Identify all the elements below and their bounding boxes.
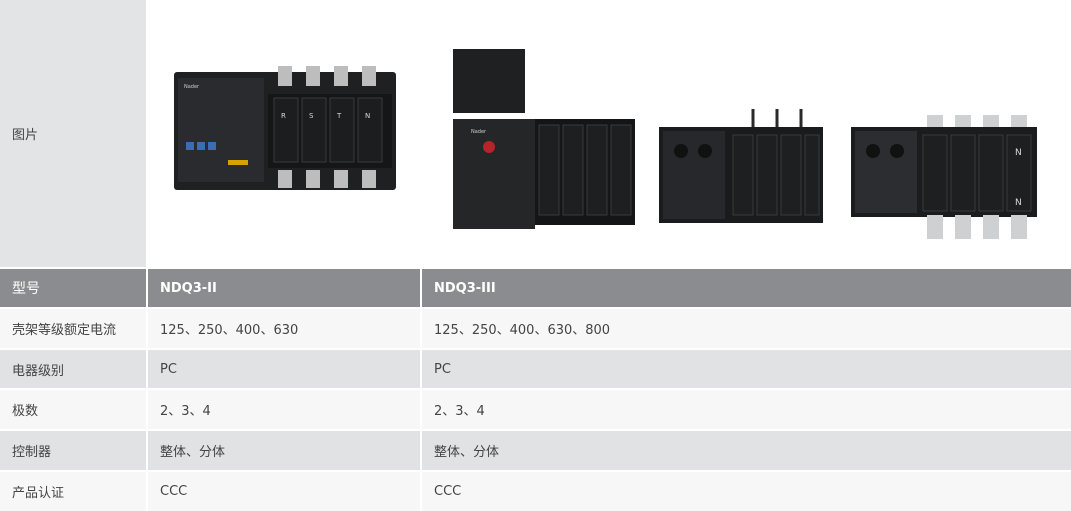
cell-ndq3-ii: 整体、分体 bbox=[146, 431, 420, 470]
header-row: 型号 NDQ3-II NDQ3-III bbox=[0, 269, 1071, 307]
product-image-ndq3-ii: Nader R S T N bbox=[146, 0, 420, 267]
row-label: 控制器 bbox=[12, 445, 52, 460]
header-label-model: 型号 bbox=[12, 281, 40, 297]
pole-label-n: N bbox=[365, 112, 370, 120]
cell-ndq3-ii: CCC bbox=[146, 472, 420, 511]
cell-ndq3-iii: 125、250、400、630、800 bbox=[420, 309, 1071, 348]
cell-ndq3-ii: 125、250、400、630 bbox=[146, 309, 420, 348]
table-row: 壳架等级额定电流 125、250、400、630 125、250、400、630… bbox=[0, 309, 1071, 348]
row-label: 极数 bbox=[12, 404, 39, 419]
cell-ndq3-ii: PC bbox=[146, 350, 420, 388]
row-label: 壳架等级额定电流 bbox=[12, 323, 117, 338]
cell-ndq3-iii: PC bbox=[420, 350, 1071, 388]
header-ndq3-ii: NDQ3-II bbox=[146, 269, 420, 307]
row-label-image: 图片 bbox=[0, 0, 146, 267]
pole-label-n-bottom: N bbox=[1015, 198, 1022, 208]
image-row: 图片 Nader R S T N bbox=[0, 0, 1071, 267]
cell-ndq3-iii: 2、3、4 bbox=[420, 390, 1071, 429]
cell-ndq3-ii: 2、3、4 bbox=[146, 390, 420, 429]
cell-ndq3-iii: CCC bbox=[420, 472, 1071, 511]
table-row: 极数 2、3、4 2、3、4 bbox=[0, 390, 1071, 429]
table-row: 控制器 整体、分体 整体、分体 bbox=[0, 431, 1071, 470]
table-row: 电器级别 PC PC bbox=[0, 350, 1071, 388]
ats-switch-ndq3-iii-image: Nader bbox=[452, 48, 1037, 239]
brand-text-iii: Nader bbox=[471, 129, 487, 135]
row-label: 电器级别 bbox=[12, 363, 65, 379]
pole-label-r: R bbox=[281, 112, 286, 120]
pole-label-s: S bbox=[309, 112, 314, 120]
pole-label-n-top: N bbox=[1015, 148, 1022, 158]
cell-ndq3-iii: 整体、分体 bbox=[420, 431, 1071, 470]
ats-switch-ndq3-ii-image: Nader R S T N bbox=[174, 65, 396, 190]
pole-label-t: T bbox=[336, 112, 342, 120]
product-image-ndq3-iii: Nader bbox=[420, 0, 1071, 267]
row-label: 产品认证 bbox=[12, 486, 65, 501]
brand-text: Nader bbox=[184, 84, 200, 90]
table-row: 产品认证 CCC CCC bbox=[0, 472, 1071, 511]
header-ndq3-iii: NDQ3-III bbox=[420, 269, 1071, 307]
